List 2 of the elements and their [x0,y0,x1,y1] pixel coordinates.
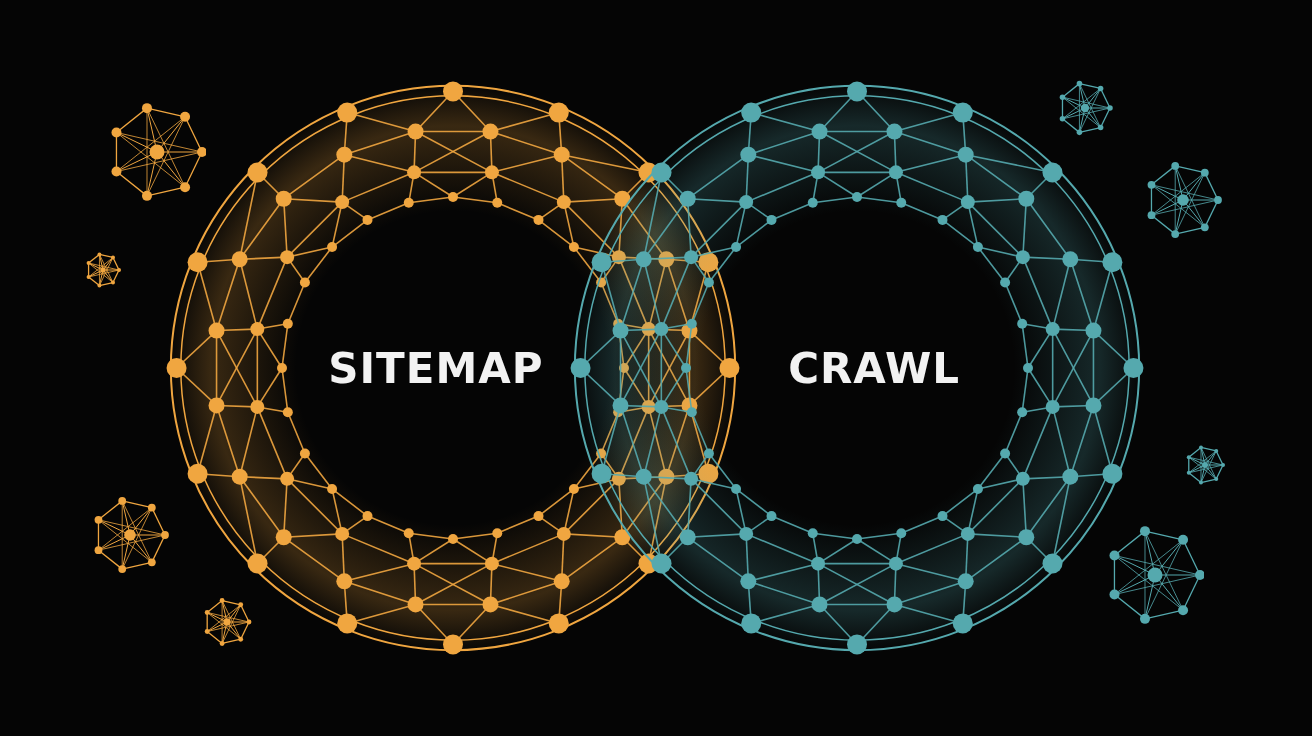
ring-label: SITEMAP [328,343,544,393]
ring-label: CRAWL [788,343,961,393]
